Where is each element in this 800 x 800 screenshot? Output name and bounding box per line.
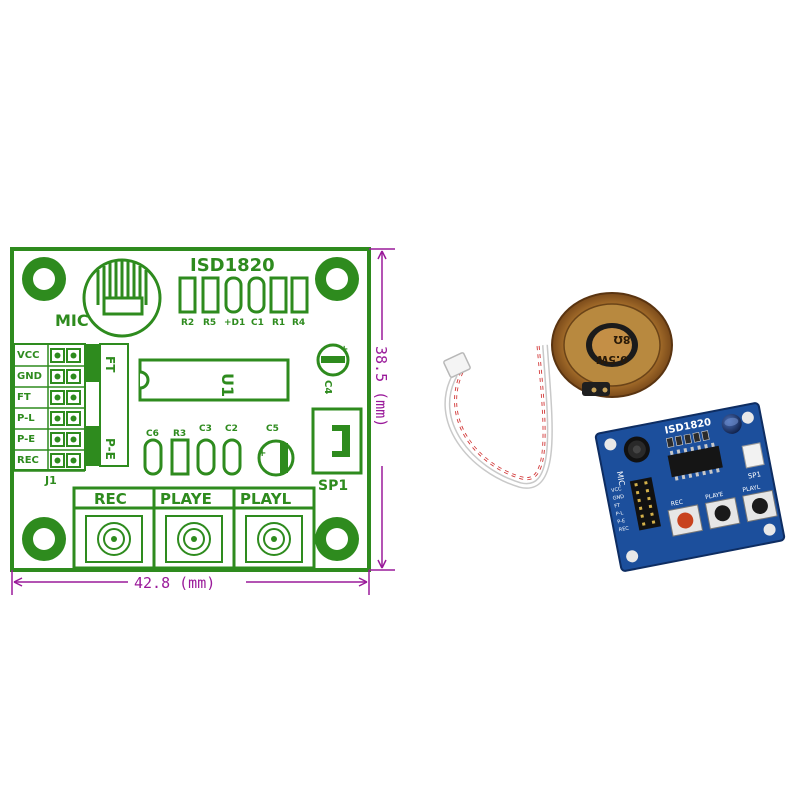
speaker-impedance-marking: 8Ω [613, 333, 631, 346]
header-pin-pad [54, 394, 61, 401]
module-ic-chip [667, 442, 723, 481]
module-pin-pl: P-L [615, 510, 624, 517]
header-pin-pad [70, 394, 77, 401]
pin-label-vcc: VCC [17, 350, 39, 361]
pin-labels: VCC GND FT P-L P-E REC [17, 350, 42, 466]
module-button-playe [714, 505, 731, 522]
small-component-labels: C6 R3 C3 C2 C5 [146, 424, 279, 439]
product-photo: 8Ω 0.5W MIC ISD1820 [443, 292, 786, 572]
top-component-labels: R2 R5 +D1 C1 R1 R4 [181, 318, 305, 328]
module-speaker-connector [741, 442, 765, 469]
button-rec-label: REC [94, 490, 127, 508]
height-dimension [369, 248, 395, 571]
header-pin-pad [54, 373, 61, 380]
jumper-outline [99, 343, 129, 467]
header-pin-pad [70, 352, 77, 359]
module-sp-label: SP1 [747, 470, 761, 480]
pin-label-gnd: GND [17, 371, 42, 382]
header-pin-pad [70, 373, 77, 380]
pe-jumper-block [86, 426, 100, 466]
width-dimension [11, 570, 370, 595]
label-c2: C2 [225, 424, 238, 434]
header-pin-pad [54, 352, 61, 359]
svg-text:+: + [340, 344, 348, 355]
speaker-power-marking: 0.5W [596, 353, 628, 366]
pe-jumper-label: P-E [103, 438, 117, 460]
label-r3: R3 [173, 429, 186, 439]
module-buttons [667, 489, 778, 537]
button-playl-label: PLAYL [240, 490, 292, 508]
module-mic-label: MIC [615, 470, 627, 487]
header-pin-pad [70, 457, 77, 464]
header-pin-pad [70, 436, 77, 443]
header-pin-pad [70, 415, 77, 422]
capacitor-c5-footprint: + [257, 439, 295, 477]
chip-title: ISD1820 [190, 255, 275, 276]
svg-text:+: + [258, 448, 266, 459]
height-dimension-label: 38.5 (mm) [372, 346, 390, 427]
mounting-hole-top-left [22, 257, 66, 301]
cable-connector [443, 352, 471, 378]
isd1820-module: MIC ISD1820 S [594, 402, 786, 572]
ic-u1-label: U1 [218, 373, 237, 397]
speaker-connector-sp1 [311, 407, 363, 475]
pin-label-pe: P-E [17, 434, 35, 445]
header-pin-pad [54, 457, 61, 464]
label-c3: C3 [199, 424, 212, 434]
label-r4: R4 [292, 318, 305, 328]
module-button-playl [751, 498, 768, 515]
button-playe-footprint [165, 515, 223, 563]
capacitor-c4-footprint: + [316, 343, 350, 377]
module-pin-header [629, 477, 661, 531]
module-pin-vcc: VCC [611, 486, 623, 494]
module-capacitor [721, 413, 742, 434]
button-playl-footprint [245, 515, 303, 563]
mic-label: MIC [55, 311, 89, 330]
button-playe-label: PLAYE [160, 490, 212, 508]
module-pin-labels: VCC GND FT P-L P-E REC [611, 486, 630, 533]
module-button-playl-label: PLAYL [742, 484, 761, 494]
speaker-cable [444, 344, 553, 489]
module-pin-rec: REC [618, 525, 630, 533]
mounting-hole-bottom-right [315, 517, 359, 561]
label-d1: +D1 [224, 318, 245, 328]
mounting-hole-bottom-left [22, 517, 66, 561]
module-button-rec [677, 512, 694, 529]
label-r5: R5 [203, 318, 216, 328]
capacitor-c4-label: C4 [322, 380, 333, 394]
width-dimension-label: 42.8 (mm) [134, 574, 215, 592]
top-components-footprints [178, 276, 309, 314]
speaker-connector-label: SP1 [318, 478, 348, 494]
module-button-rec-label: REC [670, 499, 683, 508]
pcb-layout-diagram: MIC ISD1820 R2 R5 +D1 C1 R1 R4 VCC GND [10, 247, 395, 595]
pin-label-ft: FT [17, 392, 31, 403]
pin-label-pl: P-L [17, 413, 35, 424]
header-j1-label: J1 [44, 474, 57, 487]
small-components-footprints [143, 438, 242, 476]
button-rec-footprint [85, 515, 143, 563]
module-microphone [623, 436, 650, 463]
label-r2: R2 [181, 318, 194, 328]
button-footprints [72, 486, 316, 570]
ft-jumper-label: FT [103, 356, 117, 373]
mounting-hole-top-right [315, 257, 359, 301]
microphone-footprint [82, 258, 162, 338]
pin-header-j1 [13, 343, 86, 472]
module-pin-pe: P-E [617, 518, 626, 525]
ft-jumper-block [86, 344, 100, 382]
module-button-playe-label: PLAYE [705, 491, 724, 501]
header-pin-pad [54, 436, 61, 443]
label-c6: C6 [146, 429, 159, 439]
module-pin-gnd: GND [612, 494, 625, 502]
label-c5: C5 [266, 424, 279, 434]
pin-label-rec: REC [17, 455, 39, 466]
label-c1: C1 [251, 318, 264, 328]
ic-u1-footprint [138, 358, 290, 402]
speaker: 8Ω 0.5W [551, 292, 673, 398]
header-pin-pad [54, 415, 61, 422]
module-pin-ft: FT [614, 503, 622, 510]
label-r1: R1 [272, 318, 285, 328]
